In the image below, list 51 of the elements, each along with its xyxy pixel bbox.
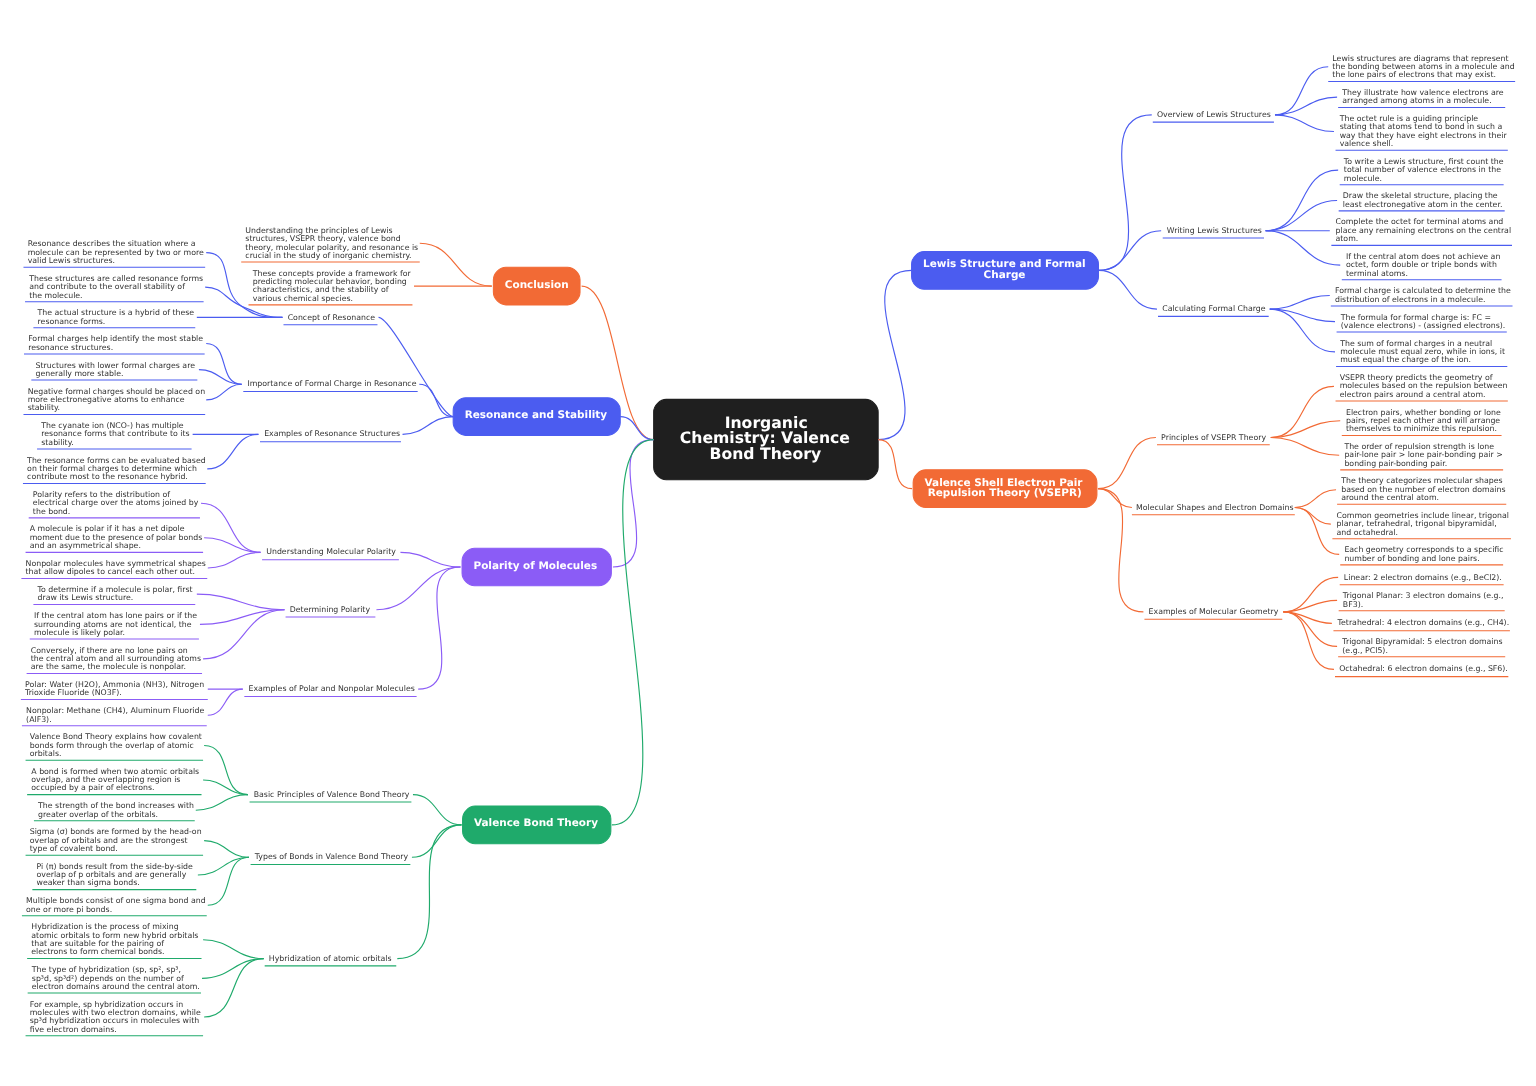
connector — [200, 501, 262, 552]
connector — [1274, 95, 1338, 115]
connector — [205, 382, 243, 400]
connector — [207, 855, 250, 905]
connector — [877, 438, 913, 489]
connector — [1282, 610, 1333, 623]
connector — [1265, 229, 1341, 265]
connector — [418, 382, 454, 417]
connector — [417, 565, 462, 689]
connector — [203, 743, 249, 795]
connector — [1294, 488, 1337, 508]
connector — [1097, 229, 1162, 270]
connector — [1269, 293, 1331, 309]
connector — [1270, 384, 1335, 438]
connector — [1282, 598, 1338, 612]
connector — [413, 284, 493, 286]
connector — [611, 438, 655, 825]
connector — [203, 536, 262, 552]
connector — [1294, 505, 1332, 524]
connector — [198, 368, 243, 384]
connector — [207, 687, 244, 689]
connector — [207, 550, 262, 568]
connector — [412, 793, 463, 825]
connector — [1097, 435, 1157, 489]
connector — [396, 823, 463, 959]
connector — [877, 268, 913, 440]
connector — [619, 415, 655, 440]
connector — [1097, 268, 1158, 309]
connector — [1270, 419, 1341, 438]
connector — [1269, 307, 1336, 352]
connector — [1274, 113, 1335, 132]
connector — [1294, 505, 1340, 554]
connector — [1282, 610, 1335, 669]
connector — [1282, 575, 1339, 612]
connector — [1097, 487, 1133, 508]
connector — [1269, 307, 1336, 322]
connector — [202, 608, 286, 659]
connector — [202, 778, 249, 795]
connector — [203, 839, 250, 857]
connector — [401, 415, 454, 434]
connector — [375, 565, 462, 610]
connector — [1097, 487, 1144, 612]
connector — [207, 687, 244, 715]
connector — [203, 956, 265, 1017]
connector — [1282, 610, 1338, 646]
connector — [581, 284, 655, 440]
connector — [1270, 435, 1340, 455]
connector — [195, 793, 249, 810]
connector — [196, 315, 283, 317]
connector — [206, 432, 259, 469]
connector — [399, 550, 462, 567]
